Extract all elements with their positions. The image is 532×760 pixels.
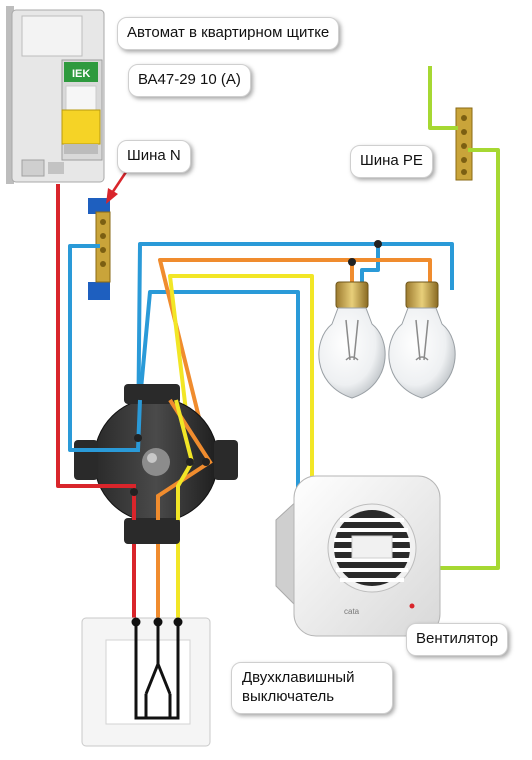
- neutral-wire-lamp1: [360, 244, 380, 292]
- breaker-model-label: ВА47-29 10 (А): [128, 64, 251, 97]
- exhaust-fan-icon: cata: [275, 475, 441, 637]
- connection-points: [130, 240, 382, 496]
- circuit-breaker-icon: IEK: [6, 6, 105, 184]
- neutral-bus-bar-icon: [88, 198, 111, 300]
- ground-wire: [428, 66, 458, 130]
- bus-pe-label: Шина PE: [350, 145, 433, 178]
- wires: [56, 66, 500, 618]
- switch-label: Двухклавишный выключатель: [231, 662, 393, 714]
- lamps-switched-wire-2: [352, 258, 432, 292]
- box-wires: [60, 398, 213, 520]
- bus-n-label: Шина N: [117, 140, 191, 173]
- light-bulb-icon: [388, 281, 456, 399]
- light-bulb-icon: [318, 281, 386, 399]
- ground-bus-bar-icon: [455, 107, 473, 181]
- red-arrow-icon: [106, 171, 128, 204]
- neutral-wire-fan: [138, 290, 300, 498]
- ground-wire-fan: [432, 148, 500, 570]
- double-switch-icon: [81, 617, 211, 747]
- fan-brand: cata: [344, 607, 360, 616]
- fan-label: Вентилятор: [406, 623, 509, 656]
- breaker-brand: IEK: [72, 68, 90, 80]
- breaker-label: Автомат в квартирном щитке: [117, 17, 340, 50]
